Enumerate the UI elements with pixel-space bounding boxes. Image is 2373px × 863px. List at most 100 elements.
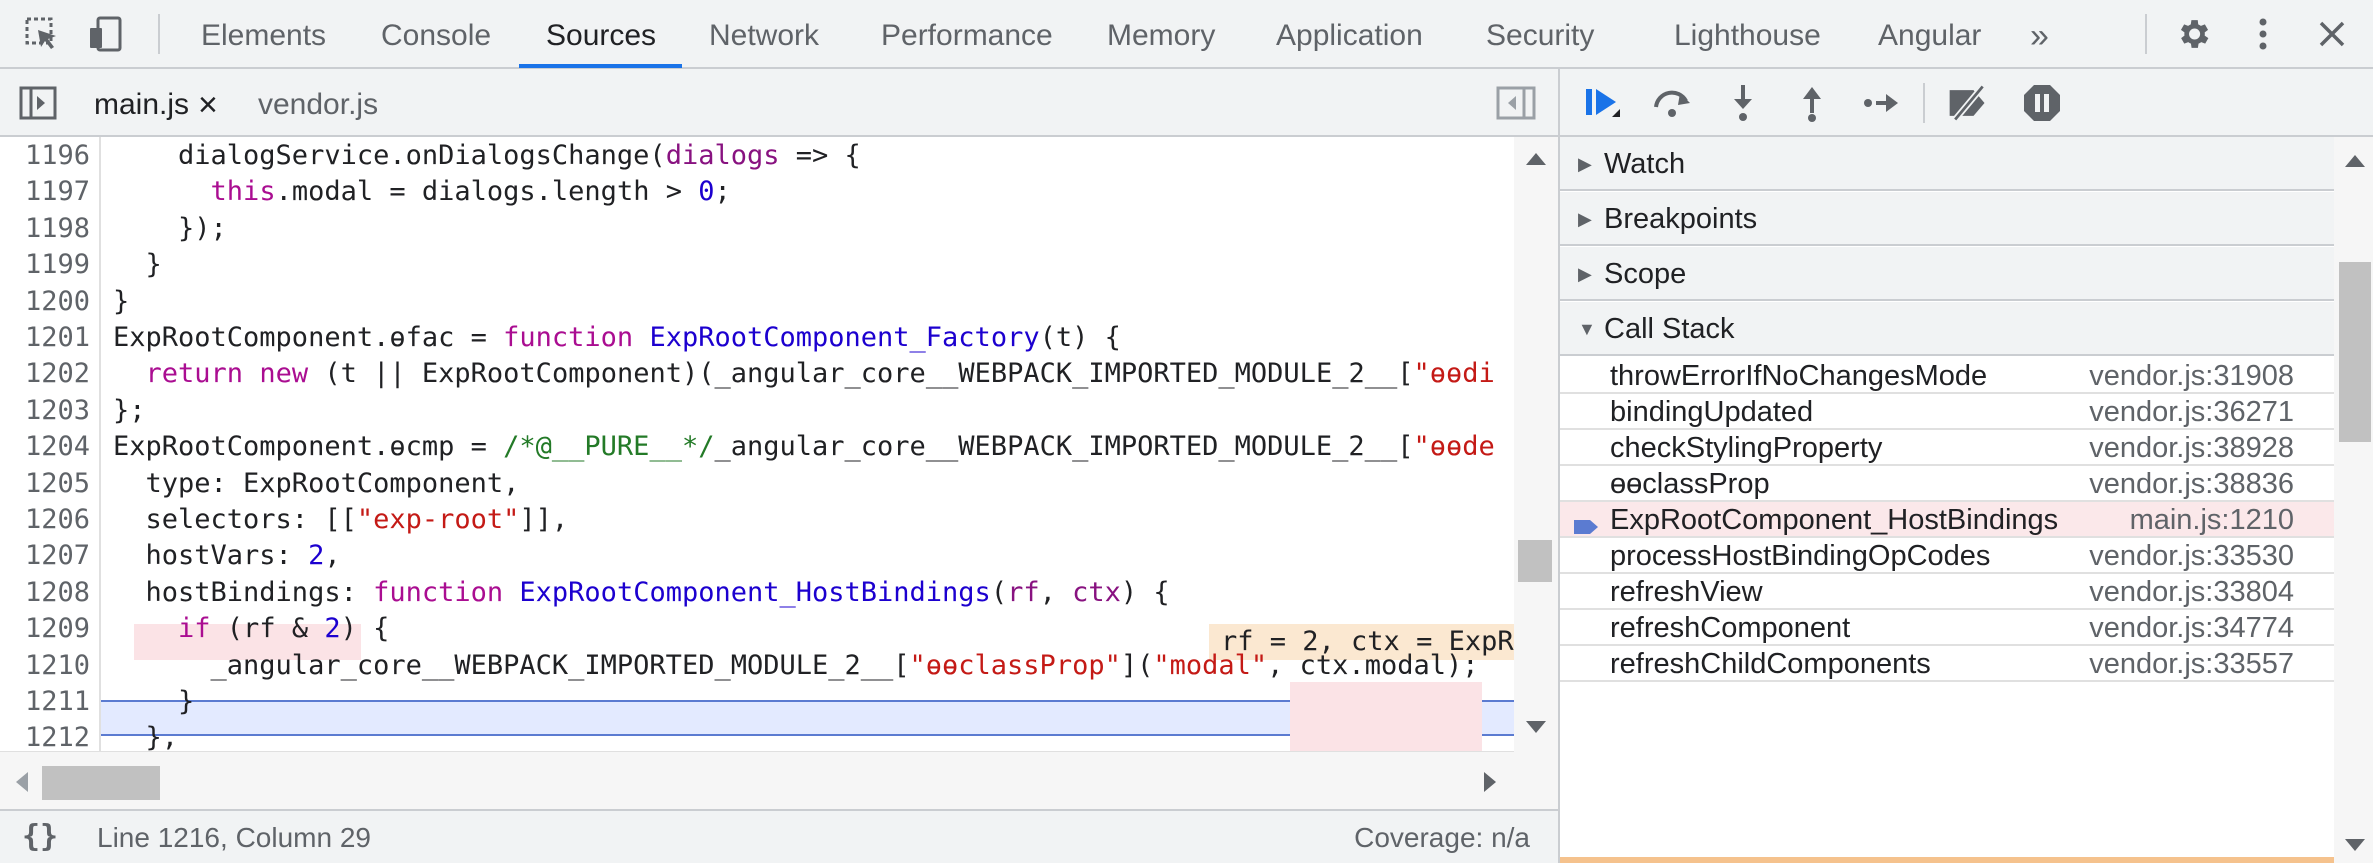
call-frame[interactable]: ɵɵclassProp vendor.js:38836 [1560, 466, 2334, 502]
call-frame-location[interactable]: vendor.js:31908 [2089, 360, 2294, 392]
call-frame[interactable]: refreshView vendor.js:33804 [1560, 574, 2334, 610]
code-line: 1198 }); [0, 211, 1514, 247]
line-number[interactable]: 1200 [24, 286, 90, 317]
call-frame-location[interactable]: main.js:1210 [2129, 504, 2294, 536]
line-number[interactable]: 1207 [24, 540, 90, 571]
tab-angular[interactable]: Angular [1878, 19, 1982, 52]
file-tab-bar: main.js × vendor.js [0, 69, 1558, 137]
step-into-icon[interactable] [1721, 81, 1765, 125]
line-number[interactable]: 1197 [24, 176, 90, 207]
step-over-icon[interactable] [1650, 81, 1694, 125]
call-frame-location[interactable]: vendor.js:36271 [2089, 396, 2294, 428]
code-line: 1203}; [0, 393, 1514, 429]
settings-icon[interactable] [2171, 12, 2215, 56]
line-number[interactable]: 1209 [24, 613, 90, 644]
line-number[interactable]: 1208 [24, 577, 90, 608]
tab-elements[interactable]: Elements [201, 19, 327, 52]
section-breakpoints[interactable]: ▶ Breakpoints [1560, 192, 2334, 246]
device-toolbar-icon[interactable] [84, 12, 128, 56]
sidebar-scroll-thumb[interactable] [2339, 262, 2371, 442]
pause-on-exceptions-icon[interactable] [2020, 81, 2064, 125]
call-frame-location[interactable]: vendor.js:34774 [2089, 612, 2294, 644]
line-number[interactable]: 1210 [24, 650, 90, 681]
call-frame-current[interactable]: ExpRootComponent_HostBindings main.js:121… [1560, 502, 2334, 538]
inline-variable-values: rf = 2, ctx = ExpR [1209, 624, 1514, 660]
call-frame-name: refreshComponent [1610, 612, 1851, 644]
cursor-position: Line 1216, Column 29 [97, 822, 371, 853]
more-options-icon[interactable] [2241, 12, 2285, 56]
code-line: 1207 hostVars: 2, [0, 538, 1514, 574]
line-number[interactable]: 1206 [24, 504, 90, 535]
deactivate-breakpoints-icon[interactable] [1946, 81, 1990, 125]
code-line: 1200} [0, 284, 1514, 320]
line-number[interactable]: 1204 [24, 431, 90, 462]
tab-application[interactable]: Application [1276, 19, 1423, 52]
file-tab-main-js[interactable]: main.js [94, 88, 190, 121]
line-number[interactable]: 1196 [24, 140, 90, 171]
section-call-stack-label: Call Stack [1604, 313, 1735, 345]
code-line: 1197 this.modal = dialogs.length > 0; [0, 174, 1514, 210]
section-watch[interactable]: ▶ Watch [1560, 137, 2334, 191]
toggle-debugger-icon[interactable] [1494, 81, 1538, 125]
sidebar-vertical-scrollbar[interactable] [2334, 137, 2373, 863]
code-line: 1199 } [0, 247, 1514, 283]
breakpoint-highlight [134, 624, 361, 660]
editor-horizontal-scroll-thumb[interactable] [42, 766, 160, 800]
line-number[interactable]: 1205 [24, 468, 90, 499]
tab-performance[interactable]: Performance [881, 19, 1053, 52]
code-text: } [113, 249, 162, 280]
more-tabs-icon[interactable]: » [2030, 17, 2049, 55]
inspect-element-icon[interactable] [20, 12, 64, 56]
call-frame-name: refreshView [1610, 576, 1763, 608]
editor-vertical-scrollbar[interactable] [1514, 137, 1558, 809]
code-text: ExpRootComponent.ɵcmp = /*@__PURE__*/_an… [113, 431, 1495, 462]
line-number[interactable]: 1211 [24, 686, 90, 717]
file-tab-vendor-js[interactable]: vendor.js [258, 88, 379, 121]
pretty-print-icon[interactable]: {} [22, 819, 59, 854]
call-frame[interactable]: processHostBindingOpCodes vendor.js:33530 [1560, 538, 2334, 574]
editor-horizontal-scrollbar[interactable] [0, 751, 1514, 809]
section-call-stack[interactable]: ▼ Call Stack [1560, 302, 2334, 356]
toggle-navigator-icon[interactable] [16, 81, 60, 125]
line-number[interactable]: 1212 [24, 722, 90, 753]
line-number[interactable]: 1198 [24, 213, 90, 244]
call-frame[interactable]: refreshComponent vendor.js:34774 [1560, 610, 2334, 646]
step-out-icon[interactable] [1790, 81, 1834, 125]
section-scope-label: Scope [1604, 258, 1687, 290]
call-frame-location[interactable]: vendor.js:38836 [2089, 468, 2294, 500]
step-icon[interactable] [1858, 81, 1902, 125]
section-watch-label: Watch [1604, 148, 1686, 180]
line-number[interactable]: 1201 [24, 322, 90, 353]
call-frame-name: ɵɵclassProp [1610, 468, 1770, 500]
call-frame-location[interactable]: vendor.js:38928 [2089, 432, 2294, 464]
call-frame-location[interactable]: vendor.js:33557 [2089, 648, 2294, 680]
line-number-gutter[interactable] [0, 137, 101, 809]
code-line: 1212 }, [0, 720, 1514, 756]
tab-network[interactable]: Network [709, 19, 820, 52]
tab-memory[interactable]: Memory [1107, 19, 1216, 52]
code-text: ExpRootComponent.ɵfac = function ExpRoot… [113, 322, 1121, 353]
code-text: type: ExpRootComponent, [113, 468, 520, 499]
section-scope[interactable]: ▶ Scope [1560, 247, 2334, 301]
line-number[interactable]: 1203 [24, 395, 90, 426]
code-editor[interactable]: rf = 2, ctx = ExpR 1196 dialogService.on… [0, 137, 1558, 809]
sources-editor-pane: main.js × vendor.js rf = 2, ctx = ExpR 1… [0, 69, 1558, 863]
tab-security[interactable]: Security [1486, 19, 1595, 52]
close-icon[interactable] [2310, 12, 2354, 56]
line-number[interactable]: 1202 [24, 358, 90, 389]
call-frame-name: processHostBindingOpCodes [1610, 540, 1991, 572]
line-number[interactable]: 1199 [24, 249, 90, 280]
call-frame-location[interactable]: vendor.js:33530 [2089, 540, 2294, 572]
editor-vertical-scroll-thumb[interactable] [1518, 540, 1552, 582]
tab-lighthouse[interactable]: Lighthouse [1674, 19, 1821, 52]
close-tab-icon[interactable]: × [198, 86, 218, 124]
call-frame-location[interactable]: vendor.js:33804 [2089, 576, 2294, 608]
tab-sources[interactable]: Sources [546, 19, 657, 52]
tab-console[interactable]: Console [381, 19, 492, 52]
call-frame-name: ExpRootComponent_HostBindings [1610, 504, 2059, 536]
resume-icon[interactable] [1580, 81, 1624, 125]
